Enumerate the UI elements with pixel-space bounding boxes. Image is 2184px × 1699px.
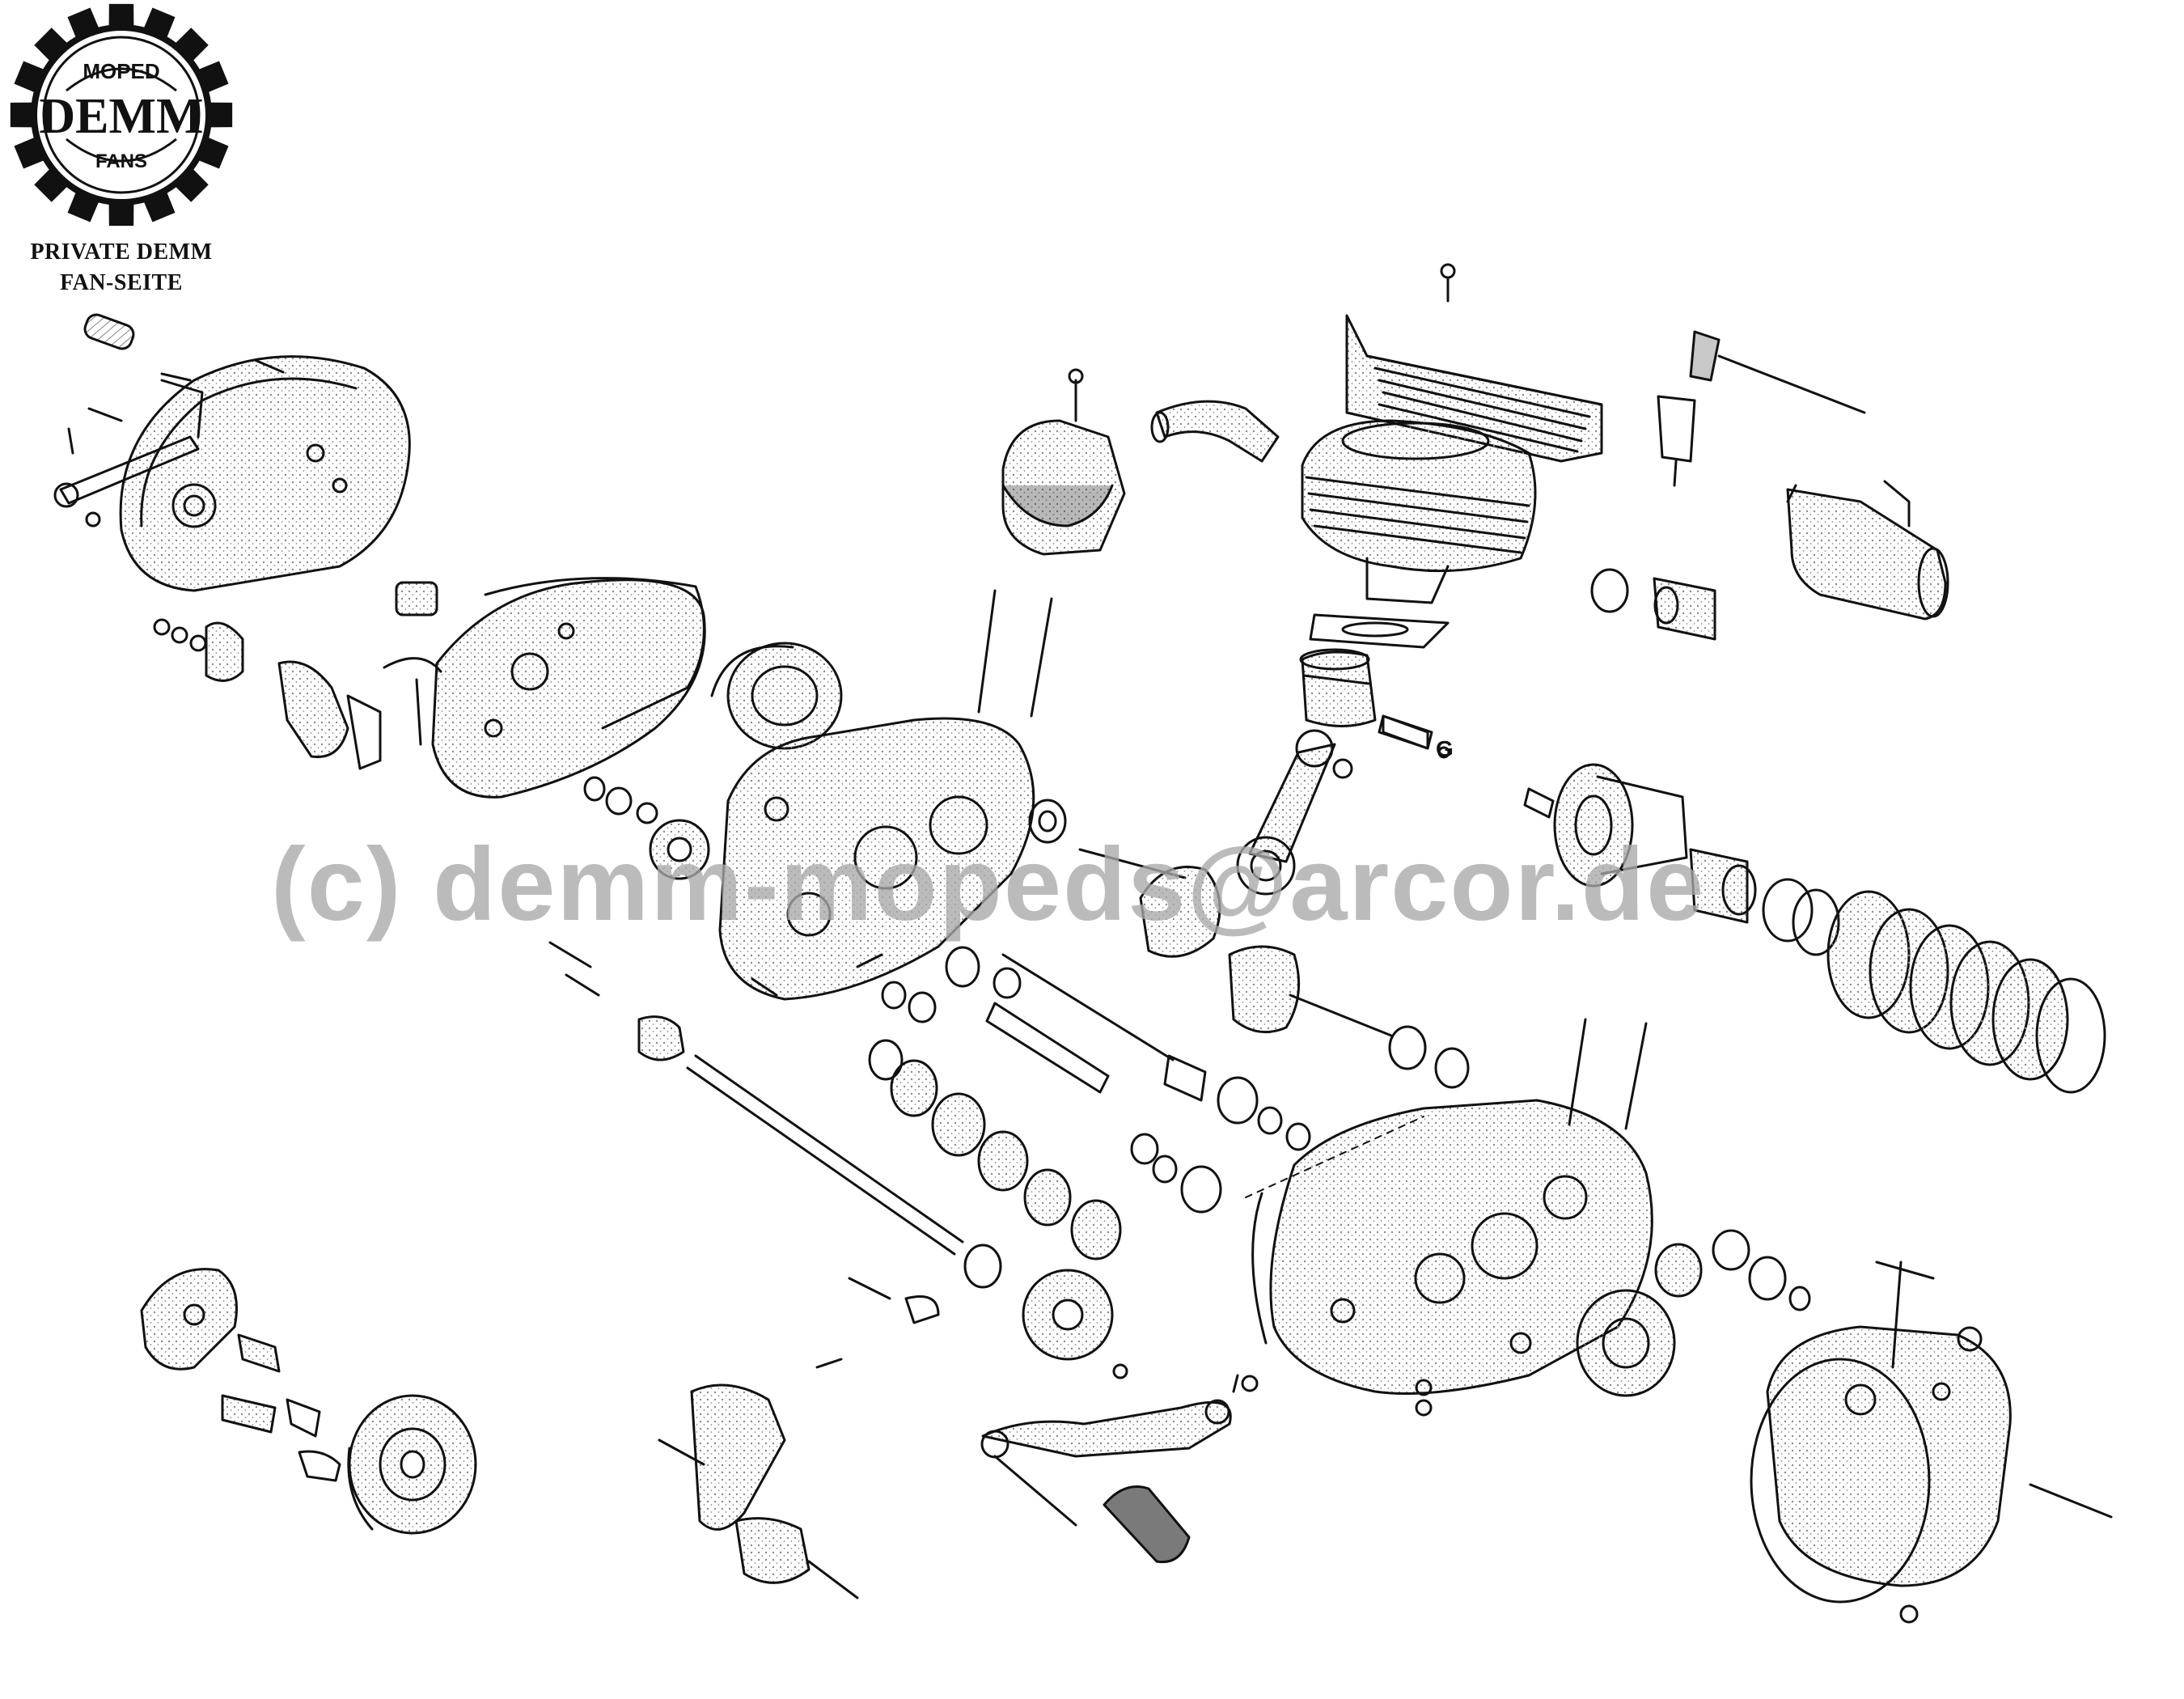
logo-caption-line1: PRIVATE DEMM	[30, 239, 213, 265]
right-crankcase-half	[1251, 1018, 1653, 1395]
clutch-primary-gear	[1523, 763, 1688, 888]
kickstart-lever-top	[53, 313, 204, 508]
clutch-hub	[1689, 848, 1840, 956]
cylinder	[1301, 419, 1537, 604]
part-label-g: G	[1436, 736, 1454, 761]
flywheel-magneto	[710, 589, 1053, 750]
crankshaft-middle	[1078, 848, 1470, 1089]
spark-plug	[1657, 330, 1866, 487]
logo-top-text: MOPED	[83, 59, 159, 83]
magneto-side-cover	[431, 577, 706, 799]
gear-tooth	[34, 167, 70, 202]
carburetor	[1001, 368, 1126, 556]
clutch-plates	[1826, 890, 2106, 1094]
logo-bottom-text: FANS	[95, 150, 147, 172]
kickstart-lever-bottom	[980, 1374, 1239, 1564]
gear-shift-shaft	[548, 941, 964, 1256]
right-engine-cover	[1750, 1260, 2113, 1624]
middle-bearings	[583, 776, 1067, 999]
small-bearing-top	[1590, 568, 1716, 641]
clutch-drum	[1576, 1229, 1811, 1397]
gear-tooth	[10, 102, 36, 128]
gear-logo-icon: MOPED DEMM FANS	[10, 3, 233, 227]
cylinder-gasket	[1309, 613, 1450, 649]
gear-tooth	[108, 3, 134, 29]
ignition-coil	[1786, 480, 1949, 621]
intake-elbow	[1150, 400, 1280, 463]
piston	[1299, 648, 1377, 727]
left-crankcase-half	[718, 717, 1035, 1001]
alignment-dashes	[1245, 1116, 1424, 1198]
drive-sprocket	[649, 819, 710, 880]
crankshaft-bottom	[658, 1358, 859, 1599]
gearbox-gears	[868, 1039, 1122, 1361]
gear-tooth	[34, 28, 70, 63]
connecting-rod-upper	[1236, 729, 1336, 896]
flywheel-bottom	[347, 1394, 477, 1535]
pin-right	[1382, 714, 1429, 750]
gear-tooth	[108, 201, 134, 227]
watermark-text: (c) demm-mopeds@arcor.de	[271, 827, 1706, 943]
logo-center-text: DEMM	[39, 89, 203, 144]
bolts-top-left	[67, 358, 285, 455]
logo-caption-line2: FAN-SEITE	[60, 270, 183, 295]
stator-plate	[140, 1268, 341, 1482]
gear-tooth	[173, 28, 209, 63]
layshaft	[881, 953, 1175, 1094]
demm-logo: MOPED DEMM FANS PRIVATE DEMM FAN-SEITE	[0, 0, 243, 307]
washers-bottom	[1112, 1363, 1433, 1417]
left-engine-cover	[119, 355, 411, 592]
gear-tooth	[207, 102, 233, 128]
gear-bushings	[848, 1054, 1311, 1324]
shift-mechanism	[205, 581, 442, 770]
gear-tooth	[173, 167, 209, 202]
